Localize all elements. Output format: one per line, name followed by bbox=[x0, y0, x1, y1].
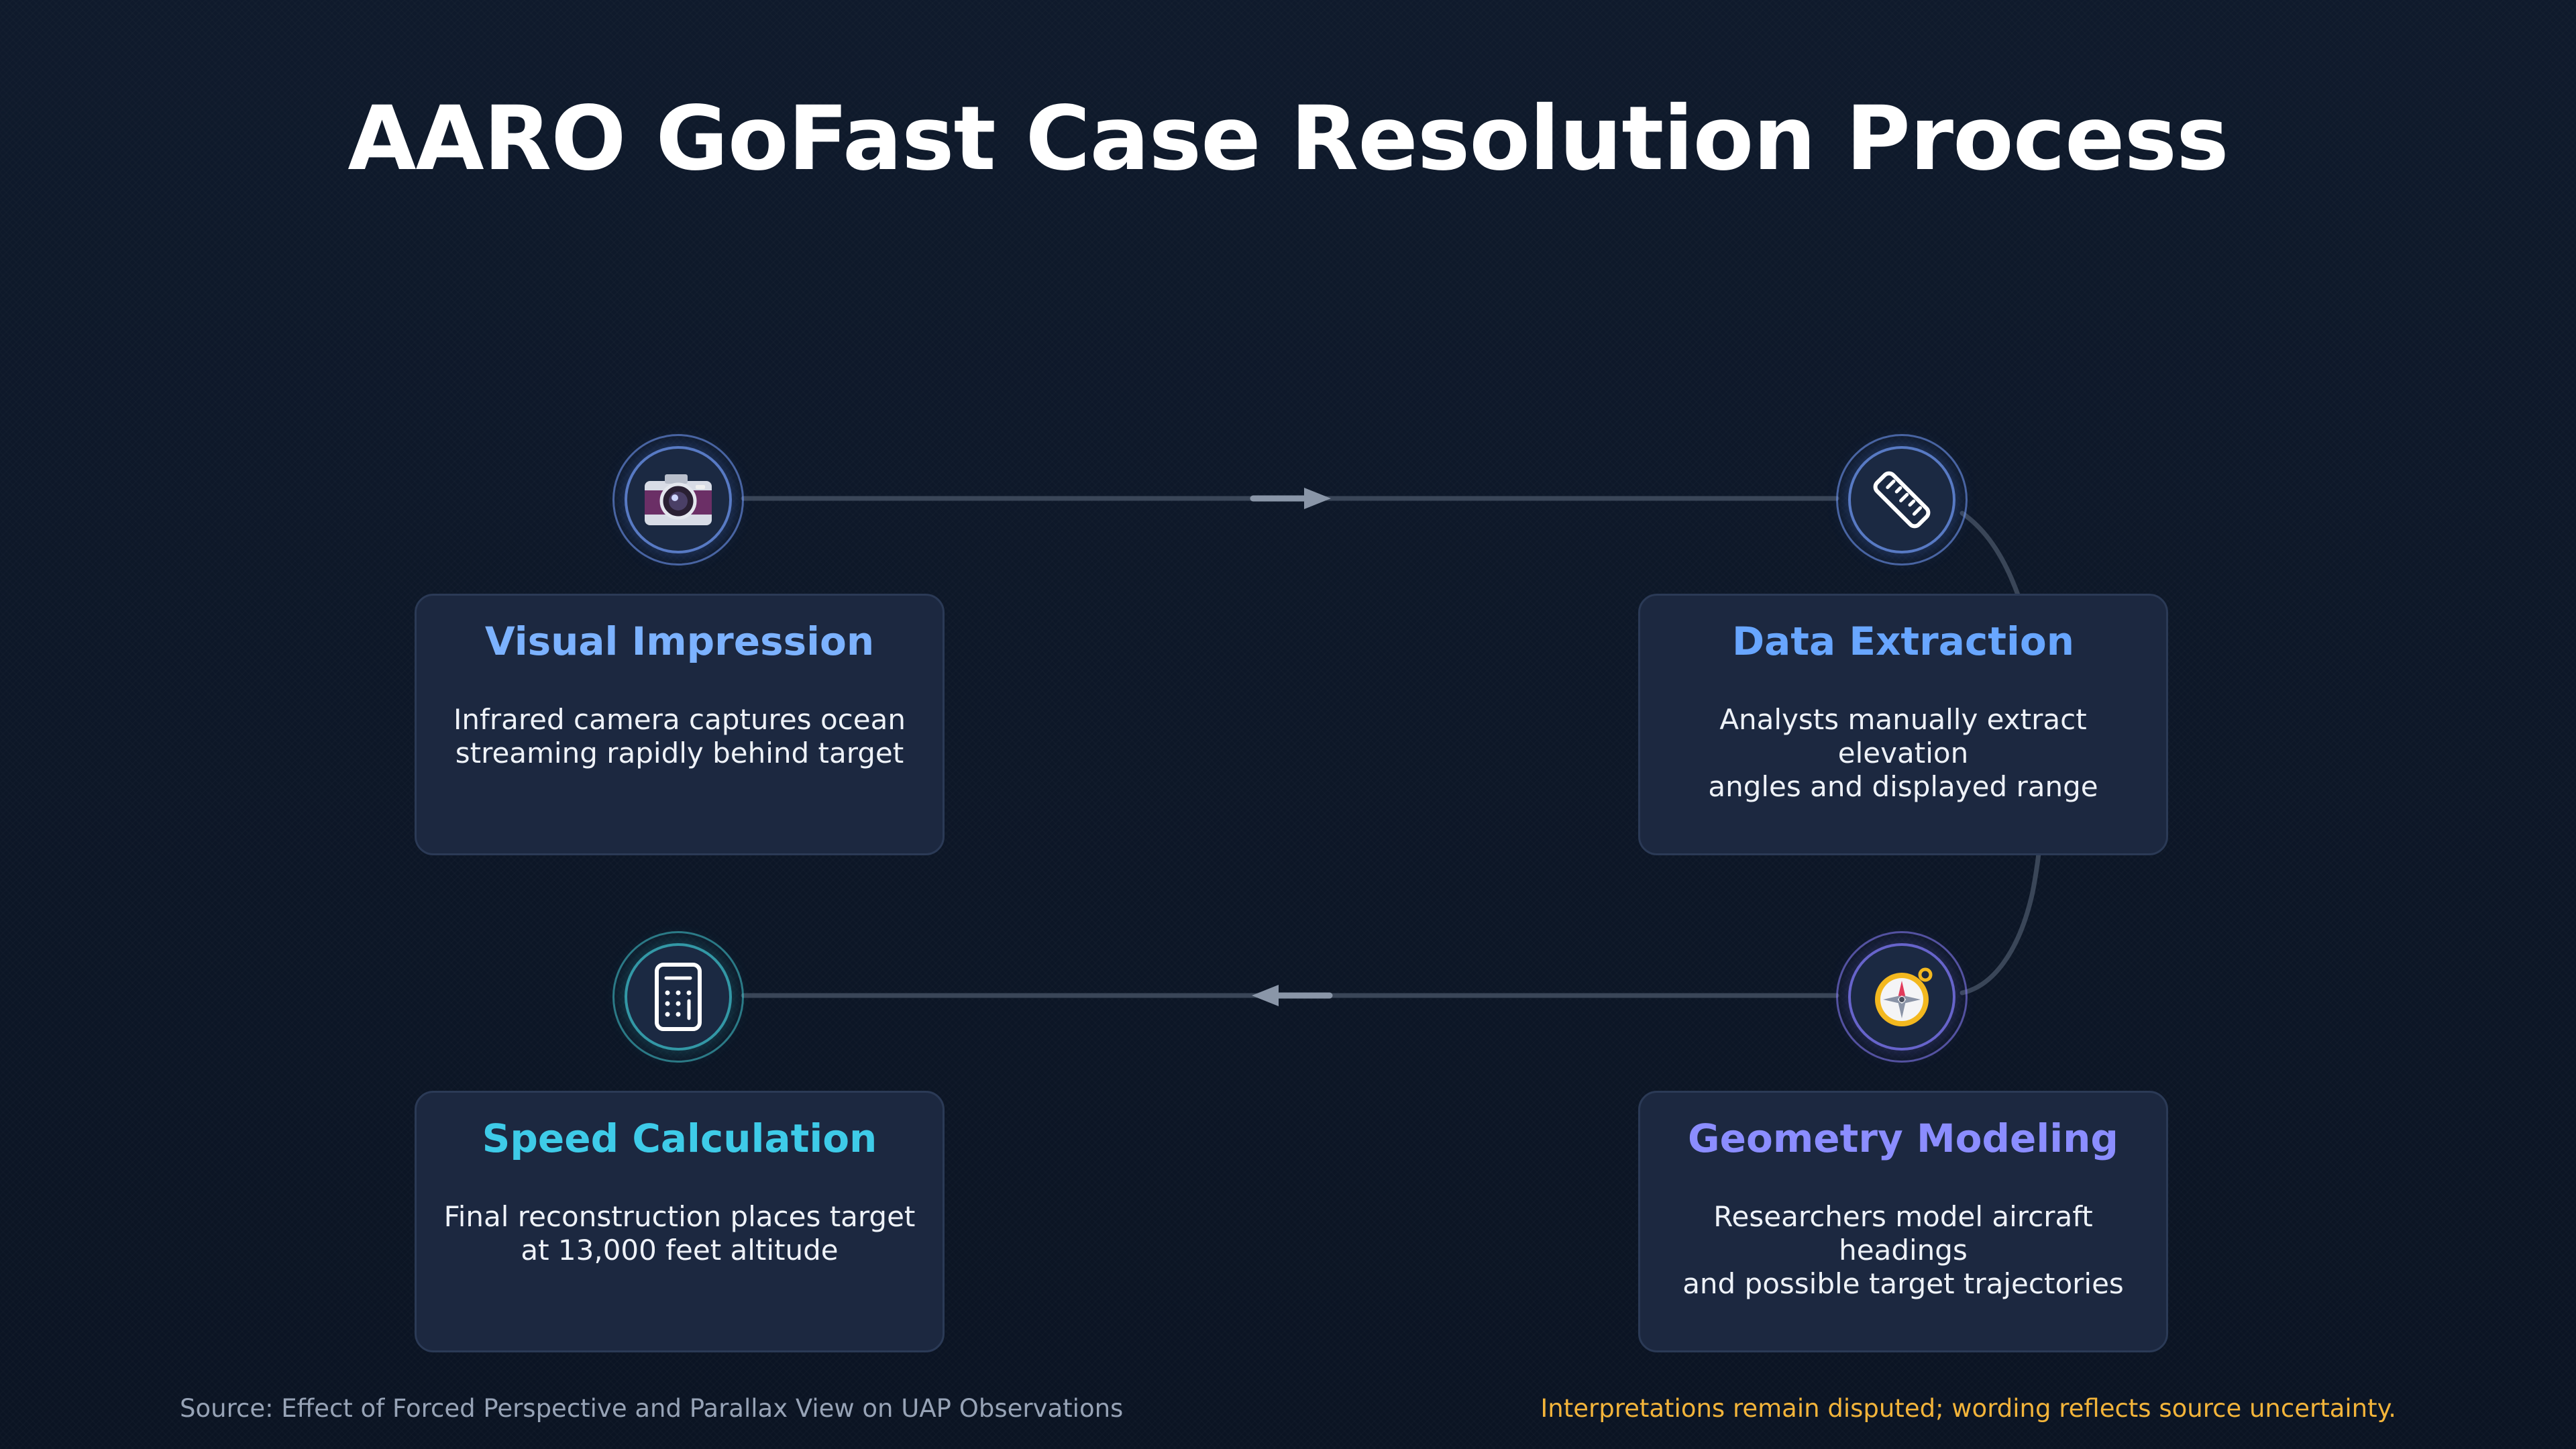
calculator-icon bbox=[655, 963, 702, 1031]
step-description: Analysts manually extract elevation angl… bbox=[1667, 703, 2139, 804]
step-node-speed-calculation bbox=[612, 931, 744, 1063]
page-title: AARO GoFast Case Resolution Process bbox=[347, 87, 2229, 191]
step-description-line: and possible target trajectories bbox=[1682, 1267, 2124, 1300]
compass-icon bbox=[1875, 967, 1933, 1026]
step-description: Final reconstruction places target at 13… bbox=[443, 1200, 916, 1267]
step-description-line: Infrared camera captures ocean bbox=[453, 703, 906, 736]
step-description-line: Final reconstruction places target bbox=[443, 1200, 916, 1233]
source-citation: Source: Effect of Forced Perspective and… bbox=[180, 1394, 1124, 1423]
step-description: Infrared camera captures ocean streaming… bbox=[443, 703, 916, 770]
uncertainty-note: Interpretations remain disputed; wording… bbox=[1540, 1394, 2396, 1423]
step-title: Visual Impression bbox=[484, 619, 875, 664]
step-title: Speed Calculation bbox=[482, 1116, 877, 1161]
step-node-visual-impression bbox=[612, 434, 744, 566]
step-card-data-extraction: Data Extraction Analysts manually extrac… bbox=[1638, 594, 2168, 855]
step-description: Researchers model aircraft headings and … bbox=[1667, 1200, 2139, 1301]
arrow-left-icon bbox=[1252, 985, 1333, 1006]
step-node-geometry-modeling bbox=[1836, 931, 1968, 1063]
step-title: Data Extraction bbox=[1732, 619, 2074, 664]
step-card-speed-calculation: Speed Calculation Final reconstruction p… bbox=[415, 1091, 945, 1352]
step-description-line: Researchers model aircraft headings bbox=[1713, 1200, 2093, 1267]
step-card-visual-impression: Visual Impression Infrared camera captur… bbox=[415, 594, 945, 855]
step-card-geometry-modeling: Geometry Modeling Researchers model airc… bbox=[1638, 1091, 2168, 1352]
step-title: Geometry Modeling bbox=[1688, 1116, 2118, 1161]
step-node-data-extraction bbox=[1836, 434, 1968, 566]
ruler-icon bbox=[1873, 471, 1931, 529]
camera-icon bbox=[645, 474, 712, 525]
step-description-line: streaming rapidly behind target bbox=[455, 737, 904, 769]
step-description-line: angles and displayed range bbox=[1708, 770, 2098, 803]
step-description-line: Analysts manually extract elevation bbox=[1719, 703, 2087, 769]
arrow-right-icon bbox=[1250, 488, 1331, 509]
step-description-line: at 13,000 feet altitude bbox=[521, 1234, 839, 1267]
